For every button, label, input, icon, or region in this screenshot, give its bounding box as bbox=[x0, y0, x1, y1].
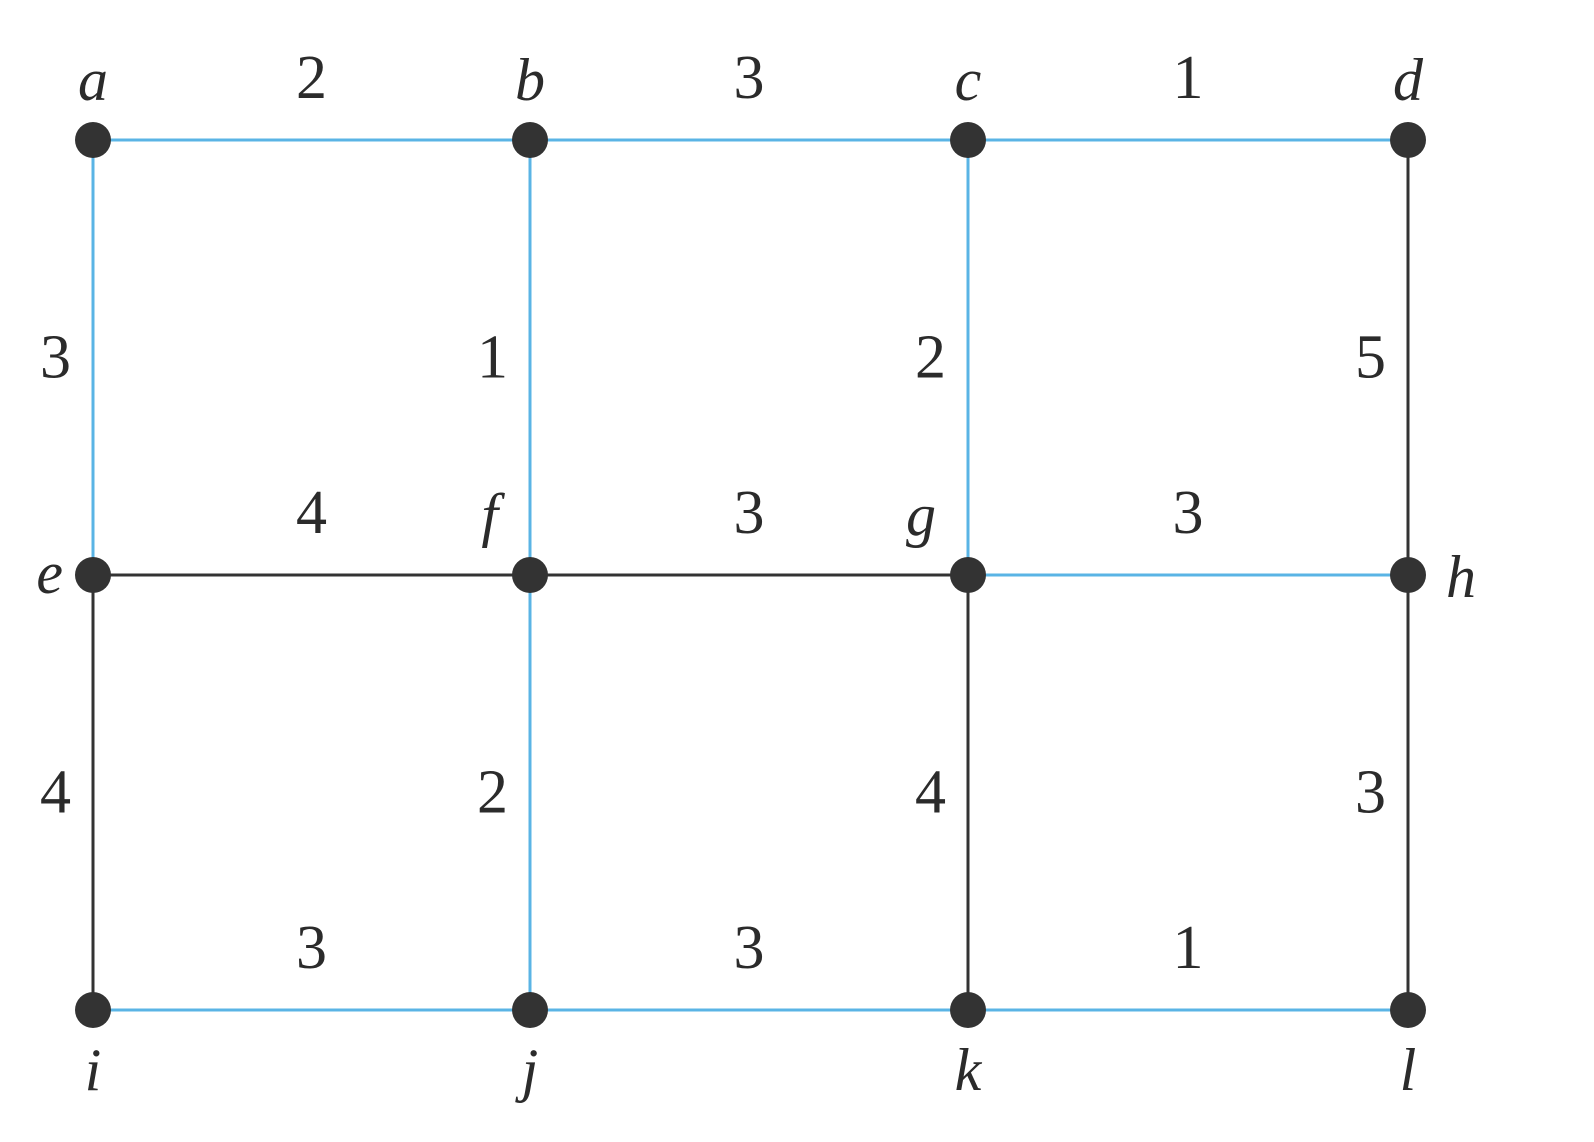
vertices-layer bbox=[75, 122, 1426, 1028]
edge-weight-b-f: 1 bbox=[477, 324, 508, 392]
edge-weight-d-h: 5 bbox=[1355, 324, 1386, 392]
edge-weight-k-l: 1 bbox=[1173, 914, 1204, 982]
vertex-c bbox=[950, 122, 986, 158]
vertex-label-h: h bbox=[1446, 544, 1476, 610]
vertex-g bbox=[950, 557, 986, 593]
vertex-labels-layer: a b c d e f g h i j k l bbox=[36, 47, 1476, 1103]
vertex-label-f: f bbox=[481, 482, 505, 548]
edge-weight-h-l: 3 bbox=[1355, 759, 1386, 827]
vertex-a bbox=[75, 122, 111, 158]
edges-layer bbox=[91, 138, 1410, 1012]
edge-weight-f-j: 2 bbox=[477, 759, 508, 827]
edge-weight-i-j: 3 bbox=[296, 914, 327, 982]
vertex-label-k: k bbox=[955, 1037, 983, 1103]
edge-weights-layer: 2 3 1 3 1 2 5 4 3 3 4 2 4 3 3 3 1 bbox=[40, 44, 1386, 982]
edge-weight-a-e: 3 bbox=[40, 324, 71, 392]
edge-weight-j-k: 3 bbox=[734, 914, 765, 982]
edge-weight-c-g: 2 bbox=[915, 324, 946, 392]
edge-weight-c-d: 1 bbox=[1173, 44, 1204, 112]
vertex-label-g: g bbox=[906, 482, 936, 548]
vertex-k bbox=[950, 992, 986, 1028]
vertex-label-l: l bbox=[1400, 1037, 1417, 1103]
edge-weight-g-k: 4 bbox=[915, 759, 946, 827]
vertex-b bbox=[512, 122, 548, 158]
edge-weight-a-b: 2 bbox=[296, 44, 327, 112]
edge-weight-e-f: 4 bbox=[296, 479, 327, 547]
vertex-label-i: i bbox=[85, 1037, 102, 1103]
vertex-label-a: a bbox=[78, 47, 108, 113]
edge-weight-b-c: 3 bbox=[734, 44, 765, 112]
vertex-d bbox=[1390, 122, 1426, 158]
vertex-e bbox=[75, 557, 111, 593]
vertex-label-b: b bbox=[515, 47, 545, 113]
vertex-j bbox=[512, 992, 548, 1028]
vertex-label-d: d bbox=[1393, 47, 1424, 113]
edge-weight-g-h: 3 bbox=[1173, 479, 1204, 547]
vertex-f bbox=[512, 557, 548, 593]
edge-weight-f-g: 3 bbox=[734, 479, 765, 547]
vertex-i bbox=[75, 992, 111, 1028]
vertex-h bbox=[1390, 557, 1426, 593]
vertex-label-c: c bbox=[955, 47, 982, 113]
edge-weight-e-i: 4 bbox=[40, 759, 71, 827]
vertex-label-e: e bbox=[36, 540, 63, 606]
vertex-l bbox=[1390, 992, 1426, 1028]
vertex-label-j: j bbox=[515, 1037, 539, 1103]
